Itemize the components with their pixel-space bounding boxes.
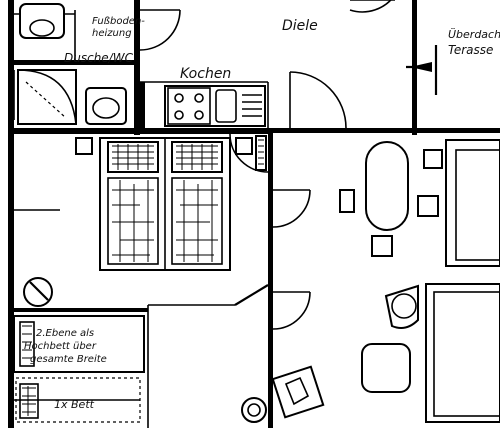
bedroom-north-wall xyxy=(8,128,268,134)
side-table xyxy=(241,397,267,423)
sofa-upper xyxy=(445,139,500,267)
pillow-right xyxy=(171,141,223,173)
label-covered-terrace-2: Terasse xyxy=(448,43,493,57)
radiator xyxy=(255,135,267,171)
label-floor-heating-1: Fußboden- xyxy=(92,16,145,27)
bath-kitchen-wall xyxy=(134,0,140,135)
sofa-lower xyxy=(425,283,500,423)
living-north-wall xyxy=(268,128,500,133)
bedroom xyxy=(23,135,267,307)
label-loft-2: Hochbett über xyxy=(24,341,97,352)
coffee-table xyxy=(361,343,411,393)
nightstand-left xyxy=(75,137,93,155)
shower-tray xyxy=(17,69,77,125)
loft-area xyxy=(13,315,145,423)
kitchen-west-wall xyxy=(140,82,145,132)
chair-4 xyxy=(371,235,393,257)
bedroom-chair xyxy=(23,277,53,307)
loft-divider xyxy=(8,308,148,312)
label-single-bed: 1x Bett xyxy=(54,398,95,411)
pillow-left xyxy=(107,141,159,173)
bathroom-fixtures xyxy=(17,3,127,125)
armchair xyxy=(384,284,419,329)
loft-bed xyxy=(13,315,145,373)
stove xyxy=(271,365,325,419)
chair-2 xyxy=(417,195,439,217)
room-labels: Fußboden- heizung Dusche/WC Kochen Diele… xyxy=(24,16,500,411)
partitions xyxy=(14,0,417,428)
chair-3 xyxy=(339,189,355,213)
kitchen-counter xyxy=(164,85,266,127)
label-floor-heating-2: heizung xyxy=(92,28,132,39)
label-kitchen: Kochen xyxy=(180,66,231,82)
chair-1 xyxy=(423,149,443,169)
bath-upper-wall xyxy=(8,60,140,65)
entrance-marker xyxy=(406,45,438,95)
label-covered-terrace-1: Überdachte xyxy=(448,28,500,41)
label-loft-3: gesamte Breite xyxy=(30,354,107,365)
bedroom-living-wall xyxy=(268,128,273,428)
label-shower-wc: Dusche/WC xyxy=(64,51,134,65)
label-hall: Diele xyxy=(282,18,318,34)
kitchen xyxy=(164,85,266,127)
west-wall xyxy=(8,0,14,428)
label-loft-1: 2.Ebene als xyxy=(36,328,94,339)
living-room xyxy=(241,139,500,423)
nightstand-right xyxy=(235,137,253,155)
single-bed xyxy=(15,377,141,423)
dining-table xyxy=(365,141,409,231)
toilet xyxy=(19,3,65,39)
